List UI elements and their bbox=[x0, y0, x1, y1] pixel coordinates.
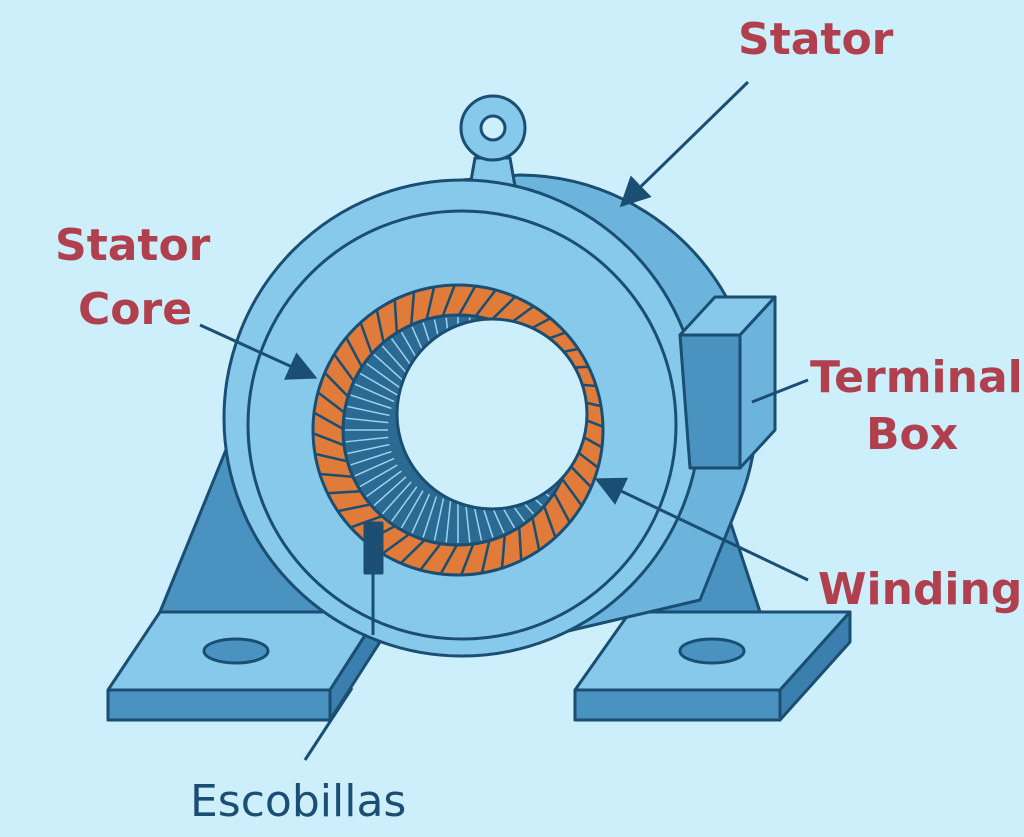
core-slot bbox=[350, 450, 392, 466]
winding-arrow bbox=[594, 477, 809, 582]
winding-coil bbox=[419, 541, 443, 571]
terminal-box bbox=[678, 295, 777, 470]
label-stator: Stator bbox=[738, 14, 894, 65]
core-slot bbox=[347, 405, 390, 417]
label-stator-core-line2: Core bbox=[78, 284, 193, 335]
core-slot bbox=[373, 476, 407, 507]
core-slot bbox=[366, 470, 402, 498]
core-slot bbox=[400, 490, 424, 529]
core-slot bbox=[350, 394, 392, 410]
label-terminal-box-line2: Box bbox=[866, 409, 959, 460]
winding-coil bbox=[456, 285, 477, 318]
winding-coil bbox=[399, 537, 428, 565]
winding-coil bbox=[488, 295, 517, 323]
label-terminal-box-line1: Terminal bbox=[810, 352, 1023, 403]
winding-coil bbox=[517, 524, 523, 561]
stator-core-arrow bbox=[199, 323, 318, 380]
core-slot bbox=[354, 457, 395, 477]
winding-coil bbox=[551, 490, 571, 524]
winding-coil bbox=[460, 541, 476, 576]
winding-coil bbox=[393, 299, 399, 336]
terminal-box-arrow bbox=[751, 378, 809, 404]
winding-coil bbox=[409, 291, 416, 328]
winding-coil bbox=[312, 432, 347, 448]
winding-coil bbox=[480, 538, 492, 574]
winding-coil bbox=[473, 289, 497, 319]
winding-coil bbox=[337, 502, 373, 513]
core-slot bbox=[366, 362, 402, 390]
rotor-bore bbox=[395, 317, 589, 511]
core-slot bbox=[390, 486, 418, 522]
winding-coil bbox=[542, 503, 557, 538]
winding-coil bbox=[500, 532, 507, 569]
core-slot bbox=[373, 353, 407, 384]
winding-coil bbox=[530, 515, 541, 551]
core-slot bbox=[359, 372, 398, 396]
winding-coil bbox=[319, 472, 356, 479]
winding-coil bbox=[381, 531, 412, 555]
core-slot bbox=[347, 443, 390, 455]
brushes-arrow bbox=[303, 687, 354, 761]
label-brushes: Escobillas bbox=[190, 776, 407, 827]
winding-coil bbox=[350, 514, 385, 529]
core-slot bbox=[381, 481, 412, 515]
label-winding: Winding bbox=[818, 564, 1023, 615]
winding-coil bbox=[424, 286, 436, 322]
winding-coil bbox=[333, 353, 357, 384]
winding-coil bbox=[439, 542, 460, 575]
winding-coil bbox=[327, 489, 364, 495]
winding-coil bbox=[440, 284, 456, 319]
core-slot bbox=[411, 493, 431, 534]
core-slot bbox=[345, 436, 389, 443]
winding-coil bbox=[317, 391, 347, 415]
winding-coil bbox=[323, 371, 351, 400]
winding-coil bbox=[345, 336, 365, 370]
core-slot bbox=[445, 499, 452, 543]
core-slot bbox=[359, 464, 398, 488]
label-stator-core-line1: Stator bbox=[55, 220, 211, 271]
winding-coil bbox=[313, 411, 346, 432]
winding-coil bbox=[375, 309, 386, 345]
core-slot bbox=[345, 417, 389, 424]
winding-coil bbox=[559, 476, 583, 507]
core-slot bbox=[422, 496, 438, 538]
winding-coil bbox=[359, 322, 374, 357]
brush bbox=[363, 521, 384, 635]
core-slot bbox=[433, 498, 445, 541]
core-slot bbox=[354, 383, 395, 403]
stator-arrow bbox=[619, 80, 750, 208]
winding-coil bbox=[314, 452, 350, 464]
